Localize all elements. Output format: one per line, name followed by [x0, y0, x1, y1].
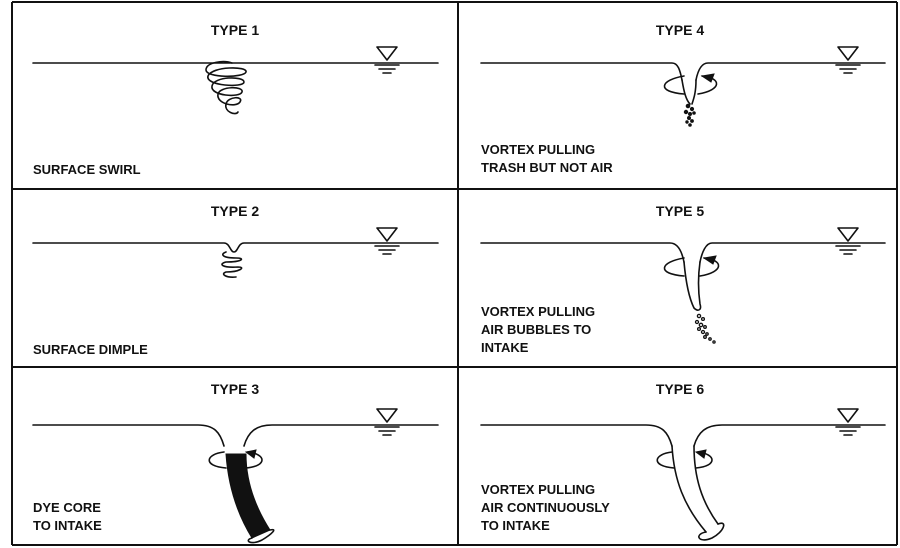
cell-caption-line: VORTEX PULLING [481, 482, 595, 497]
cell-caption-line: TO INTAKE [33, 518, 102, 533]
trash-particles [684, 104, 695, 126]
surface-dimple-coil [222, 252, 242, 277]
cell-caption-line: VORTEX PULLING [481, 304, 595, 319]
surface-swirl-coil [206, 62, 246, 114]
water-surface-line [481, 63, 885, 80]
water-surface-line [481, 425, 885, 446]
water-surface-triangle-icon [375, 409, 399, 435]
cell-title: TYPE 1 [211, 22, 259, 38]
cell-type-4: TYPE 4 VORTEX PULLING TRASH BUT NOT AIR [481, 22, 885, 175]
cell-type-3: TYPE 3 DYE CORE TO INTAKE [33, 381, 438, 543]
vortex-funnel [682, 80, 696, 104]
rotation-loop-back [664, 258, 684, 276]
cell-caption-line: SURFACE DIMPLE [33, 342, 148, 357]
rotation-arrowhead [246, 450, 256, 458]
vortex-funnel [684, 262, 701, 310]
cell-caption-line: DYE CORE [33, 500, 101, 515]
cell-title: TYPE 6 [656, 381, 704, 397]
rotation-loop-back [657, 452, 674, 468]
water-surface-triangle-icon [836, 47, 860, 73]
rotation-arrowhead [704, 256, 716, 264]
cell-type-5: TYPE 5 VORTEX PULLING AIR BUBBLES TO I [481, 203, 885, 355]
cell-type-1: TYPE 1 SURFACE SWIRL [33, 22, 438, 177]
water-surface-triangle-icon [375, 228, 399, 254]
water-surface-line [33, 243, 438, 252]
rotation-arrowhead [702, 74, 714, 82]
cell-caption-line: TRASH BUT NOT AIR [481, 160, 613, 175]
water-surface-triangle-icon [836, 409, 860, 435]
diagram-grid [12, 2, 897, 545]
cell-caption-line: INTAKE [481, 340, 529, 355]
cell-title: TYPE 3 [211, 381, 259, 397]
cell-caption-line: TO INTAKE [481, 518, 550, 533]
air-core-right-wall [694, 446, 718, 524]
air-bubbles [696, 314, 716, 343]
cell-caption-line: VORTEX PULLING [481, 142, 595, 157]
cell-title: TYPE 5 [656, 203, 704, 219]
cell-type-6: TYPE 6 VORTEX PULLING AIR CONTINUOUSLY T… [481, 381, 885, 540]
rotation-arrowhead [696, 450, 706, 458]
rotation-loop-back [209, 452, 226, 468]
water-surface-triangle-icon [375, 47, 399, 73]
cell-caption-line: AIR BUBBLES TO [481, 322, 591, 337]
water-surface-triangle-icon [836, 228, 860, 254]
cell-type-2: TYPE 2 SURFACE DIMPLE [33, 203, 438, 357]
water-surface-line [481, 243, 885, 262]
air-core-end-loop [699, 523, 724, 540]
cell-caption-line: SURFACE SWIRL [33, 162, 141, 177]
dye-core [226, 454, 270, 538]
cell-title: TYPE 2 [211, 203, 259, 219]
cell-title: TYPE 4 [656, 22, 704, 38]
cell-caption-line: AIR CONTINUOUSLY [481, 500, 610, 515]
water-surface-line [33, 425, 438, 446]
